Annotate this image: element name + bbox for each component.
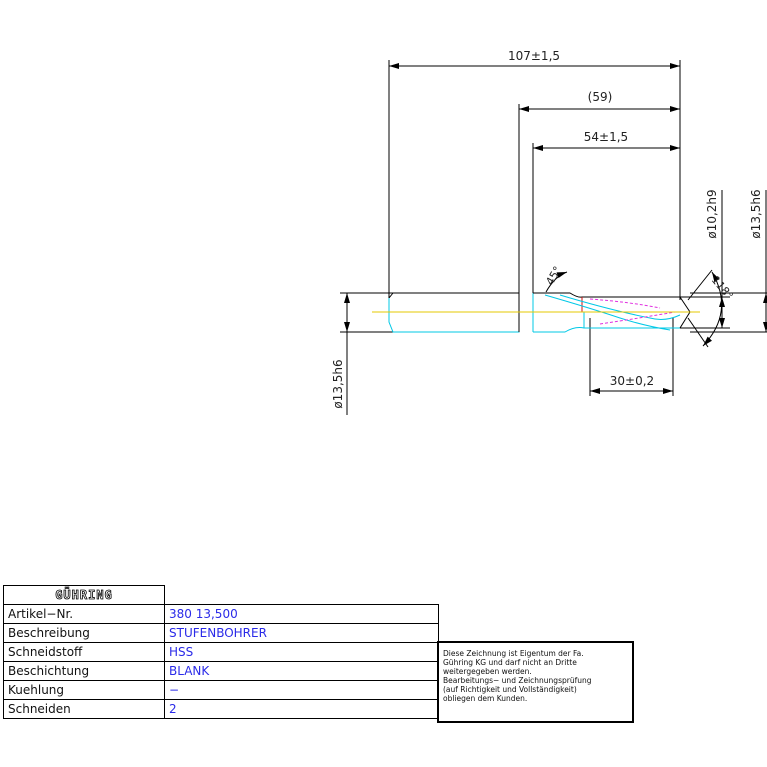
notice-line: weitergegeben werden. bbox=[443, 667, 532, 676]
table-row: Schneiden 2 bbox=[3, 699, 439, 719]
point-angle-label: 118° bbox=[709, 274, 736, 303]
shank-diameter-label: ø13,5h6 bbox=[331, 359, 345, 408]
angle-arc-point bbox=[702, 271, 723, 347]
row-value-article-number: 380 13,500 bbox=[164, 604, 439, 624]
step-length-label: 30±0,2 bbox=[610, 374, 654, 388]
notice-line: obliegen dem Kunden. bbox=[443, 694, 528, 703]
logo-spacer bbox=[164, 585, 439, 605]
ownership-notice: Diese Zeichnung ist Eigentum der Fa. Güh… bbox=[437, 641, 634, 723]
table-row: Beschreibung STUFENBOHRER bbox=[3, 623, 439, 643]
flute-length-label: 54±1,5 bbox=[584, 130, 628, 144]
row-value-coating: BLANK bbox=[164, 661, 439, 681]
table-row: Kuehlung − bbox=[3, 680, 439, 700]
angle-arc-step bbox=[545, 271, 568, 293]
logo-cell: GÜHRING bbox=[3, 585, 165, 605]
table-row: Beschichtung BLANK bbox=[3, 661, 439, 681]
row-label-cutting-material: Schneidstoff bbox=[3, 642, 165, 662]
row-value-description: STUFENBOHRER bbox=[164, 623, 439, 643]
notice-line: Gühring KG und darf nicht an Dritte bbox=[443, 658, 577, 667]
step-diameter-label: ø10,2h9 bbox=[705, 189, 719, 238]
row-value-cutting-material: HSS bbox=[164, 642, 439, 662]
row-value-cooling: − bbox=[164, 680, 439, 700]
notice-line: Diese Zeichnung ist Eigentum der Fa. bbox=[443, 649, 584, 658]
step-angle-label: 45° bbox=[543, 264, 564, 287]
row-label-cooling: Kuehlung bbox=[3, 680, 165, 700]
table-row: Artikel−Nr. 380 13,500 bbox=[3, 604, 439, 624]
row-label-coating: Beschichtung bbox=[3, 661, 165, 681]
row-label-article-number: Artikel−Nr. bbox=[3, 604, 165, 624]
title-block: GÜHRING Artikel−Nr. 380 13,500 Beschreib… bbox=[3, 585, 439, 719]
row-value-cutting-edges: 2 bbox=[164, 699, 439, 719]
notice-line: Bearbeitungs− und Zeichnungsprüfung bbox=[443, 676, 592, 685]
company-logo: GÜHRING bbox=[55, 588, 113, 603]
shank-ref-length-label: (59) bbox=[588, 90, 613, 104]
row-label-cutting-edges: Schneiden bbox=[3, 699, 165, 719]
overall-length-label: 107±1,5 bbox=[508, 49, 560, 63]
dimension-lines bbox=[344, 63, 767, 415]
table-row: Schneidstoff HSS bbox=[3, 642, 439, 662]
body-diameter-label: ø13,5h6 bbox=[749, 189, 763, 238]
notice-line: (auf Richtigkeit und Vollständigkeit) bbox=[443, 685, 577, 694]
row-label-description: Beschreibung bbox=[3, 623, 165, 643]
